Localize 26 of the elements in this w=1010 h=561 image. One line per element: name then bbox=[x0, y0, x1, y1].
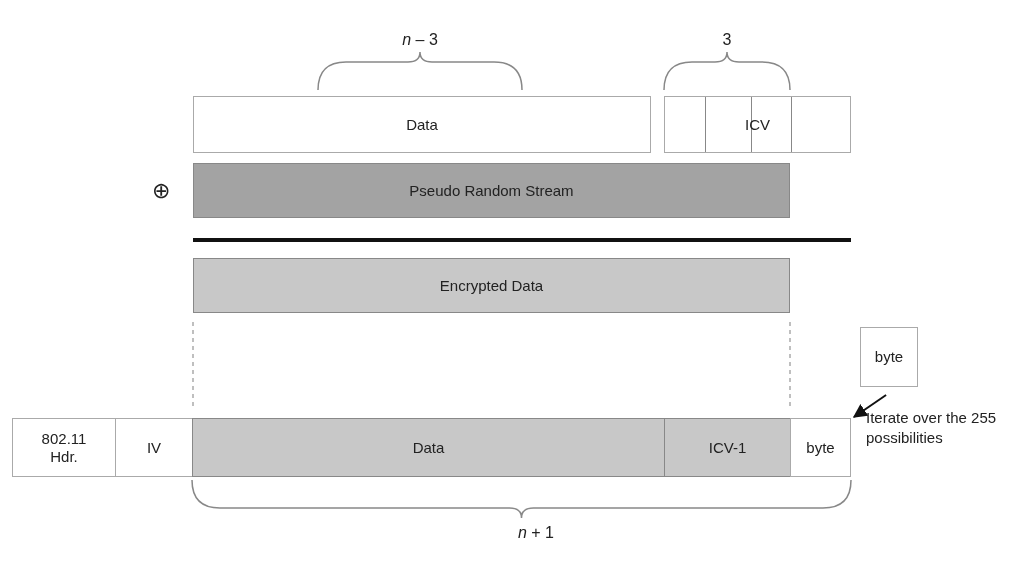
field-box bbox=[860, 327, 918, 387]
field-label: IV bbox=[146, 438, 162, 457]
field-label: Pseudo Random Stream bbox=[409, 181, 574, 200]
field-label: 802.11 Hdr. bbox=[40, 429, 88, 466]
field-label: Data bbox=[412, 438, 445, 457]
field-box bbox=[12, 418, 116, 477]
field-box bbox=[664, 96, 851, 153]
field-box bbox=[193, 96, 651, 153]
field-box bbox=[193, 258, 790, 313]
field-label: ICV bbox=[745, 115, 770, 134]
field-label: byte bbox=[806, 438, 835, 457]
field-label: Encrypted Data bbox=[439, 276, 544, 295]
note: Iterate over the 255 possibilities bbox=[866, 408, 998, 449]
arrow bbox=[852, 394, 888, 418]
field-box bbox=[664, 418, 791, 477]
brace-label: n – 3 bbox=[401, 30, 439, 50]
field-label: ICV-1 bbox=[708, 438, 747, 457]
xor-symbol: ⊕ bbox=[151, 178, 171, 205]
field-box bbox=[790, 418, 851, 477]
field-box bbox=[192, 418, 665, 477]
field-label: byte bbox=[874, 348, 904, 366]
brace-label: 3 bbox=[721, 30, 733, 50]
field-box bbox=[115, 418, 193, 477]
brace-label: n + 1 bbox=[516, 523, 555, 543]
field-label: Data bbox=[406, 115, 438, 134]
field-box bbox=[193, 163, 790, 218]
